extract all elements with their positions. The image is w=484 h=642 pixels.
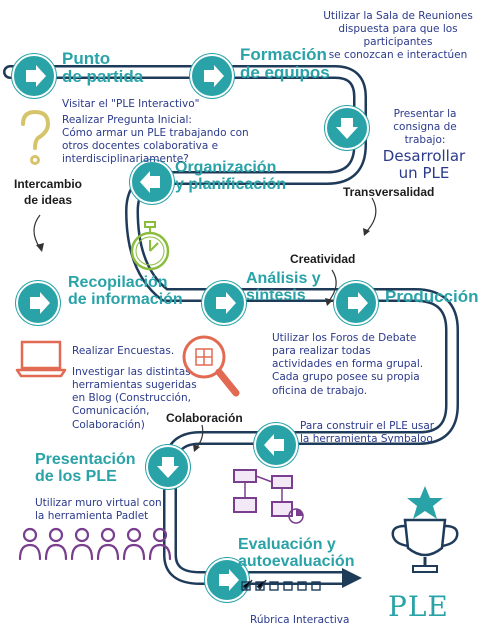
stopwatch-icon [130, 221, 170, 271]
question-mark-icon [21, 109, 51, 165]
stage-formacion-equipos: Formación de equipos [240, 45, 330, 82]
arrow-down-icon [325, 106, 369, 150]
arrow-right-icon [334, 281, 378, 325]
note-encuestas: Realizar Encuestas. [72, 345, 175, 357]
flowchart-icon [233, 469, 304, 524]
magnifier-icon [182, 335, 240, 397]
keyword-colaboracion: Colaboración [166, 411, 243, 425]
note-symbaloo: Para construir el PLE usar la herramient… [300, 420, 435, 446]
keyword-intercambio: Intercambio de ideas [14, 177, 83, 208]
laptop-icon [15, 340, 67, 378]
arrow-left-icon [130, 160, 174, 204]
people-icon [18, 527, 172, 561]
note-pregunta-inicial: Realizar Pregunta Inicial: Cómo armar un… [62, 114, 249, 166]
note-rubrica: Rúbrica Interactiva [250, 614, 350, 626]
stage-organizacion: Organización y planificación [175, 159, 287, 193]
checklist-icon [241, 579, 321, 591]
arrow-right-icon [202, 281, 246, 325]
trophy-icon [391, 518, 459, 573]
star-icon [407, 486, 443, 519]
keyword-creatividad: Creatividad [290, 252, 356, 266]
stage-evaluacion: Evaluación y autoevaluación [238, 536, 355, 570]
note-investigar: Investigar las distintas herramientas su… [72, 366, 197, 431]
note-consigna: Presentar la consigna de trabajo: [393, 108, 457, 147]
note-sala-reuniones: Utilizar la Sala de Reuniones dispuesta … [323, 10, 473, 62]
stage-recopilacion: Recopilación de información [68, 274, 183, 308]
stage-analisis: Análisis y síntesis [246, 270, 321, 304]
note-ple-interactivo: Visitar el "PLE Interactivo" [62, 98, 200, 110]
stage-produccion: Producción [385, 287, 479, 306]
ple-logo-text: PLE [388, 590, 449, 623]
arrow-left-icon [254, 423, 298, 467]
arrow-right-icon [190, 54, 234, 98]
note-padlet: Utilizar muro virtual con la herramienta… [35, 497, 162, 523]
note-foros: Utilizar los Foros de Debate para realiz… [272, 332, 424, 397]
arrow-right-icon [12, 54, 56, 98]
stage-presentacion: Presentación de los PLE [35, 451, 136, 485]
keyword-transversalidad: Transversalidad [343, 185, 435, 199]
stage-punto-de-partida: Punto de partida [62, 49, 144, 86]
note-desarrollar: Desarrollar un PLE [382, 147, 466, 183]
arrow-down-icon [146, 445, 190, 489]
arrow-right-icon [205, 558, 249, 602]
arrow-right-icon [16, 281, 60, 325]
